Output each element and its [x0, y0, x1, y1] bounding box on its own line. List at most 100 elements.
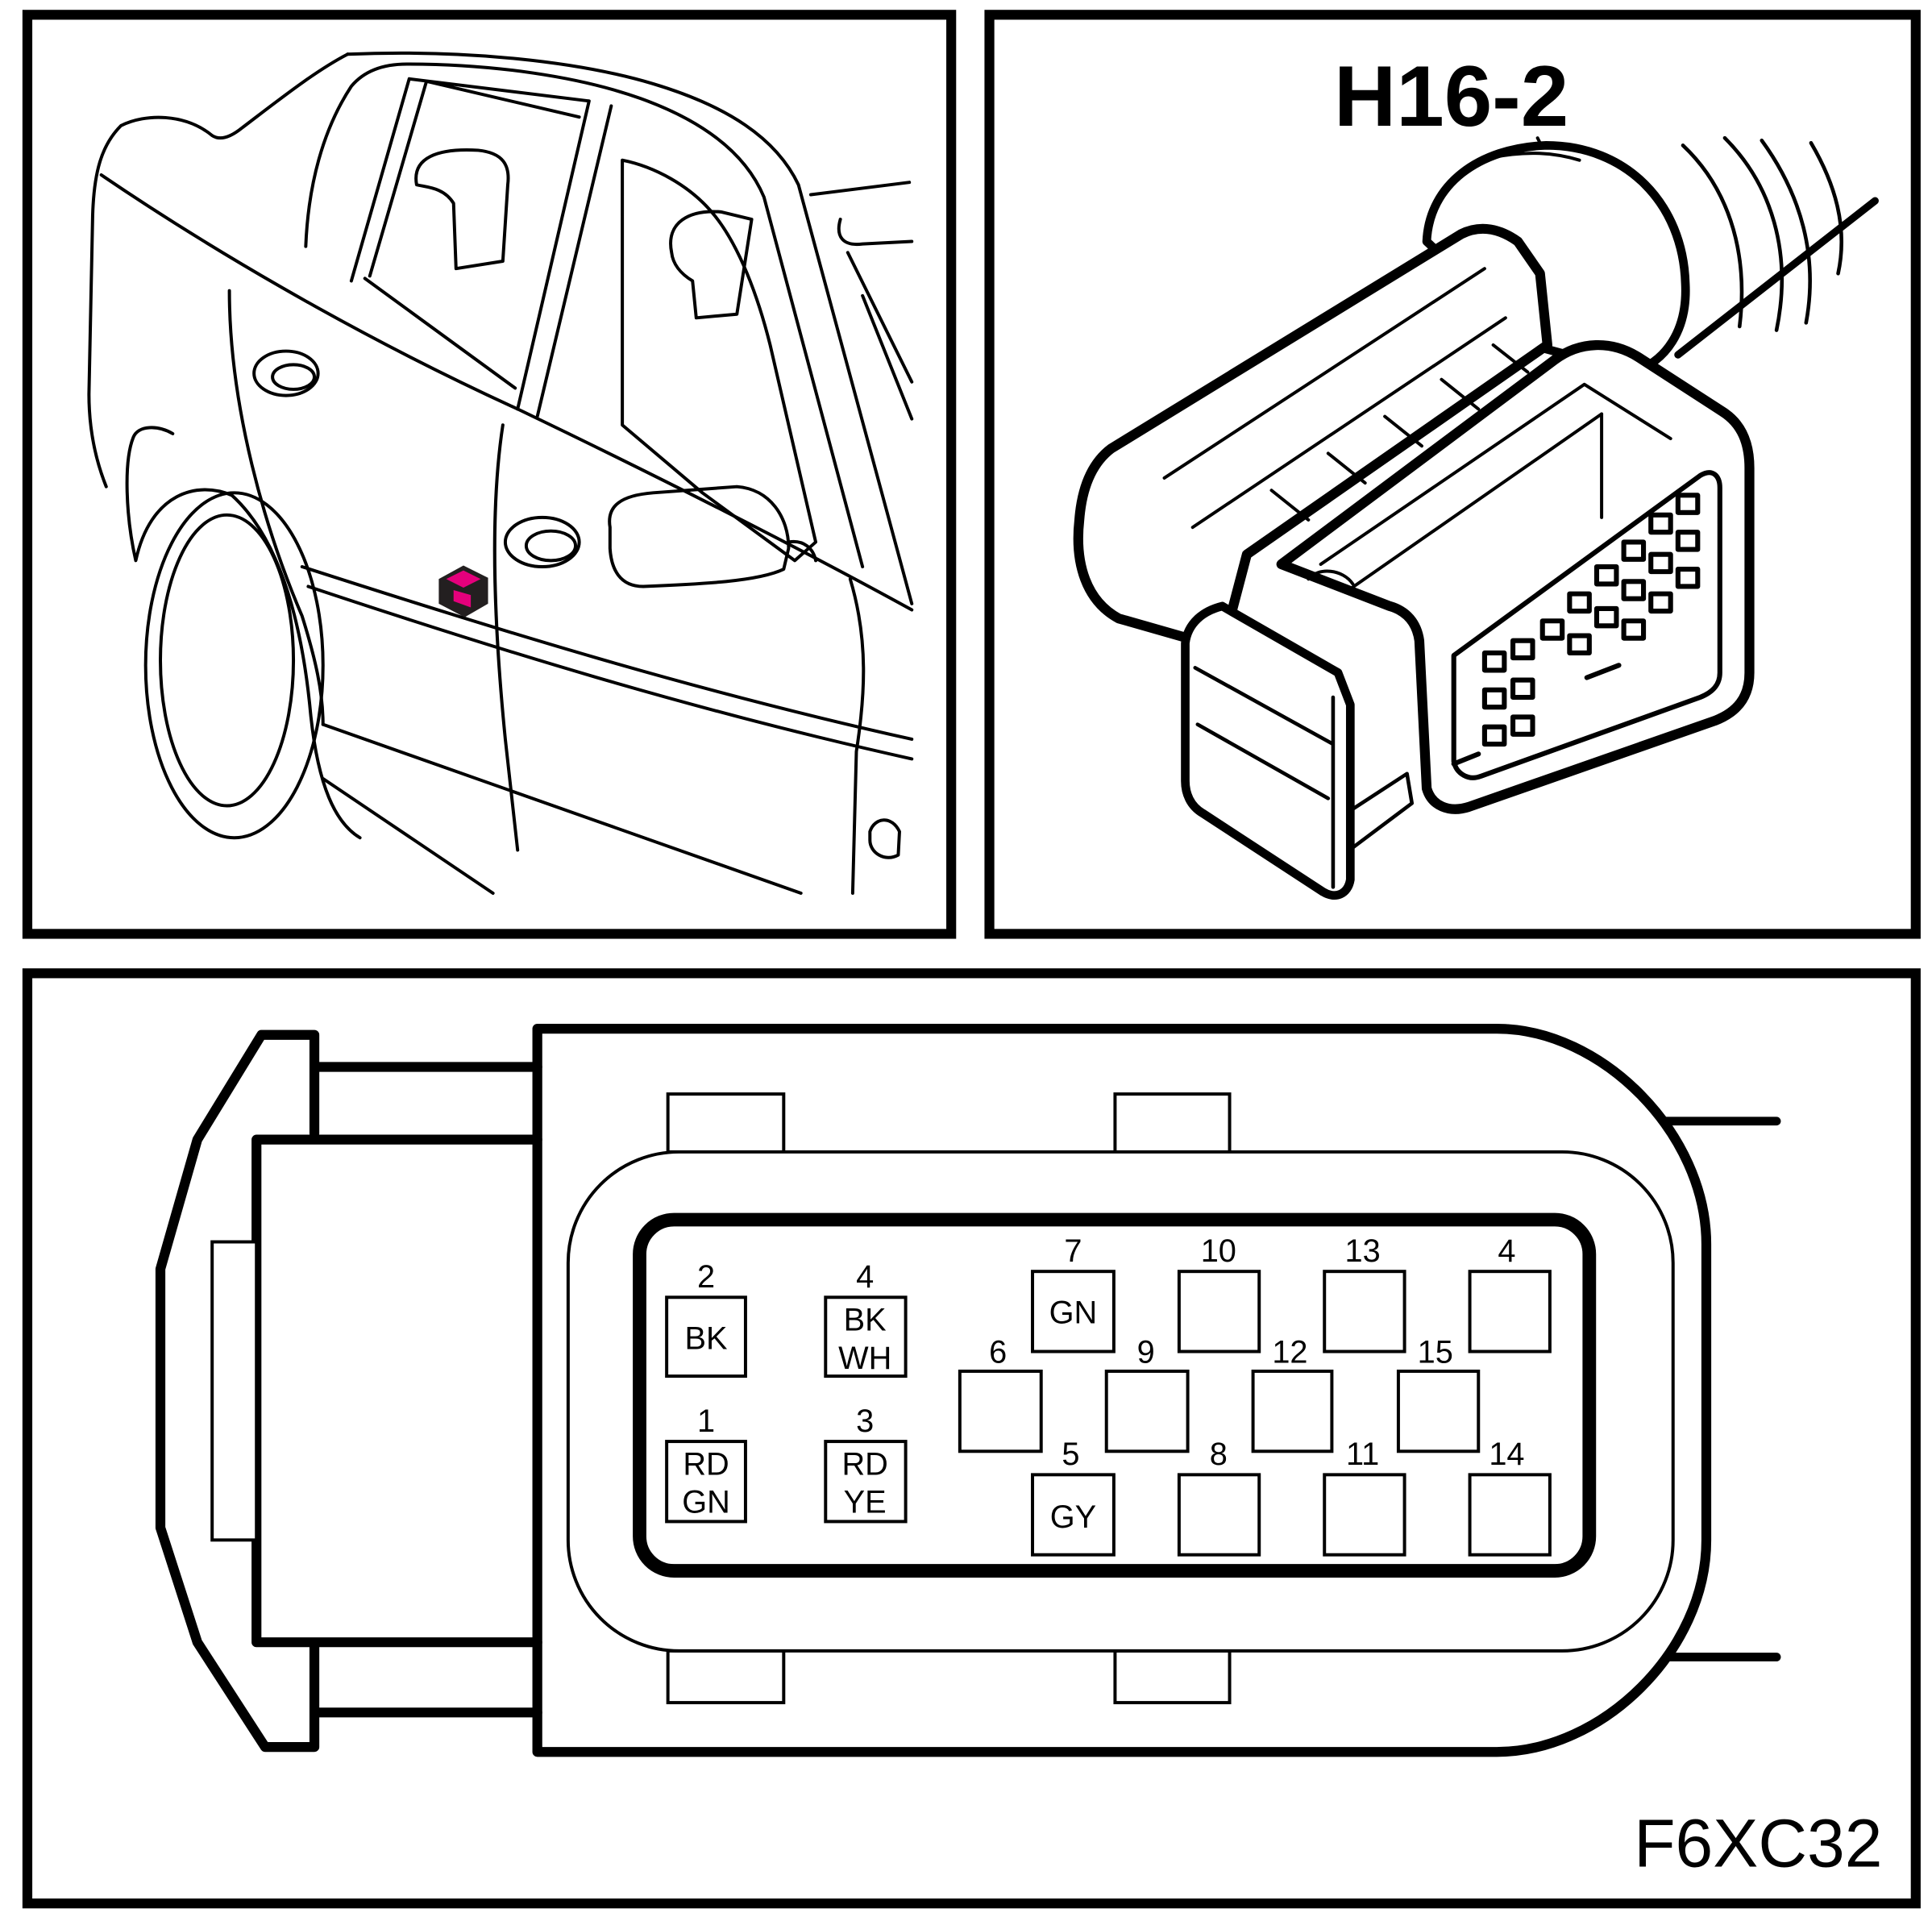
pin-8: 8	[1177, 1437, 1261, 1557]
car-front-rim	[159, 513, 296, 808]
connector-illustration	[1073, 135, 1879, 900]
pin-cavity	[824, 1440, 908, 1524]
pin-number: 10	[1201, 1233, 1236, 1269]
pin-14: 14	[1468, 1437, 1552, 1557]
pin-number: 8	[1210, 1437, 1228, 1472]
pin-number: 13	[1345, 1233, 1381, 1269]
pin-number: 12	[1272, 1334, 1307, 1370]
connector-id-title: H16-2	[1334, 48, 1568, 144]
pin-number: 4	[1498, 1233, 1515, 1269]
wire-stripe-color: GN	[682, 1485, 730, 1520]
connector-location-marker	[438, 565, 488, 618]
lock-release-slot	[210, 1240, 259, 1542]
car-door-lines	[300, 181, 914, 895]
pin-7: 7 GN	[1031, 1233, 1116, 1354]
pin-1: 1 RD GN	[665, 1403, 747, 1524]
front-housing	[1276, 339, 1755, 814]
wire-color: GN	[1049, 1295, 1098, 1330]
wire-color: RD	[841, 1446, 887, 1482]
wire-color: BK	[844, 1303, 887, 1338]
vehicle-location-panel	[22, 10, 957, 939]
terminal-face	[1451, 470, 1722, 780]
pin-number: 14	[1489, 1437, 1524, 1472]
terminal-cavities	[1481, 493, 1701, 747]
wire-color: RD	[683, 1446, 729, 1482]
wire-stripe-color: WH	[838, 1341, 891, 1376]
fender-handle	[252, 349, 320, 397]
pin-cavity	[1323, 1473, 1406, 1557]
wire-color: GY	[1050, 1499, 1096, 1535]
pin-number: 1	[697, 1403, 715, 1439]
pin-cavity	[1468, 1270, 1552, 1354]
pin-cavity	[1396, 1369, 1481, 1453]
connector-face-view: 2 BK 4 BK WH 1 RD GN 3 RD YE 7 GN	[155, 1023, 1781, 1757]
pin-number: 4	[856, 1259, 874, 1295]
harness-wires	[1681, 135, 1844, 332]
pin-number: 11	[1346, 1437, 1379, 1472]
pin-number: 9	[1137, 1334, 1155, 1370]
pin-4: 4 BK WH	[824, 1259, 908, 1378]
pin-12: 12	[1251, 1334, 1334, 1453]
locking-tab-top-left	[666, 1092, 786, 1154]
terminal-cavity-frame	[633, 1212, 1597, 1578]
pin-9: 9	[1104, 1334, 1190, 1453]
connector-lock-outline	[155, 1029, 542, 1753]
grommet-detail	[1489, 136, 1581, 162]
pin-number: 6	[989, 1334, 1007, 1370]
pin-number: 15	[1418, 1334, 1453, 1370]
locking-tab-top-right	[1113, 1092, 1232, 1154]
pin-cavity	[1031, 1473, 1116, 1557]
car-side-light	[868, 818, 901, 859]
harness-main-wire	[1674, 197, 1879, 359]
pin-4-upper-right: 4	[1468, 1233, 1552, 1354]
pin-cavity	[1104, 1369, 1190, 1453]
car-window-frames	[304, 51, 914, 605]
pin-cavity	[1177, 1270, 1261, 1354]
wire-stripe-color: YE	[844, 1485, 887, 1520]
pin-cavity	[824, 1295, 908, 1378]
face-lock-clip	[1451, 663, 1622, 767]
locking-tab-bottom-right	[1113, 1649, 1232, 1705]
pin-2: 2 BK	[665, 1259, 747, 1378]
pin-cavity	[1468, 1473, 1552, 1557]
locking-latch-detail	[1193, 666, 1415, 889]
pin-cavity	[1251, 1369, 1334, 1453]
locking-latch	[1181, 601, 1355, 900]
pin-3: 3 RD YE	[824, 1403, 908, 1524]
pin-10: 10	[1177, 1233, 1261, 1354]
marker-cube-front	[453, 590, 472, 608]
pin-11: 11	[1323, 1437, 1406, 1557]
pin-cavity	[1031, 1270, 1116, 1354]
pin-number: 2	[697, 1259, 715, 1295]
pin-cavity	[665, 1295, 747, 1378]
front-housing-edges	[1307, 382, 1672, 591]
car-seat-headrests	[414, 148, 754, 320]
door-handle	[503, 515, 581, 568]
car-hood-lines	[87, 52, 520, 726]
door-handle-inner	[524, 529, 578, 563]
wire-color: BK	[685, 1320, 728, 1356]
pin-cavity	[958, 1369, 1043, 1453]
pin-13: 13	[1323, 1233, 1406, 1354]
marker-cube-top	[446, 570, 481, 588]
figure-code: F6XC32	[1634, 1805, 1882, 1881]
rubber-grommet	[1422, 140, 1690, 376]
pin-5: 5 GY	[1031, 1437, 1116, 1557]
fender-handle-inner	[271, 363, 317, 391]
pin-cavity	[665, 1440, 747, 1524]
car-front-wheel-arch	[125, 426, 362, 840]
car-door-handles	[252, 349, 581, 568]
pin-15: 15	[1396, 1334, 1481, 1453]
pin-number: 3	[856, 1403, 874, 1439]
pin-number: 5	[1062, 1437, 1079, 1472]
pin-number: 7	[1064, 1233, 1082, 1269]
pin-cavity	[1323, 1270, 1406, 1354]
pin-6: 6	[958, 1334, 1043, 1453]
rear-housing-ribs	[1162, 267, 1530, 530]
rear-housing	[1073, 223, 1552, 653]
car-front-tire	[143, 491, 325, 840]
locking-tab-bottom-left	[666, 1649, 786, 1705]
pin-cavity	[1177, 1473, 1261, 1557]
vehicle-illustration	[87, 51, 914, 895]
